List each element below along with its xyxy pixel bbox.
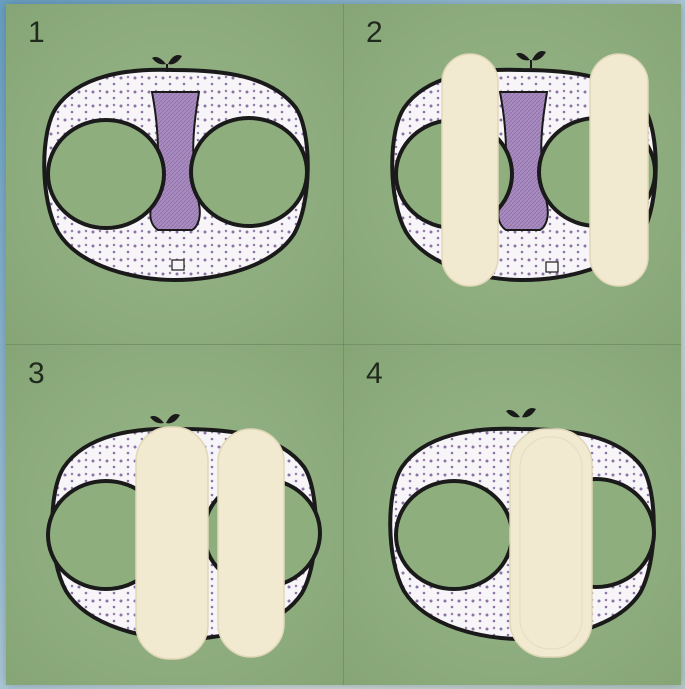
cloth-pad-left [442,54,498,286]
step-number: 4 [366,359,383,389]
underwear-illustration [6,4,343,344]
cloth-pad-center [510,429,592,657]
cloth-pad-left [136,427,208,659]
leg-opening-left [48,120,164,228]
step-panel-1: 1 [6,4,343,344]
step-panel-2: 2 [344,4,681,344]
step-number: 2 [366,18,383,48]
panel-divider-horizontal [6,344,681,345]
bow-icon [516,51,546,68]
step-number: 1 [28,18,45,48]
tag-icon [546,262,558,272]
bow-icon [506,408,536,417]
step-number: 3 [28,359,45,389]
leg-opening-left [396,481,512,589]
tag-icon [172,260,184,270]
underwear-illustration [344,4,681,344]
cloth-pad-right [218,429,284,657]
bow-icon [150,414,180,423]
step-panel-3: 3 [6,345,343,685]
underwear-illustration [6,345,343,685]
instruction-board: 1 [6,4,681,685]
step-panel-4: 4 [344,345,681,685]
leg-opening-right [191,118,307,226]
underwear-illustration [344,345,681,685]
cloth-pad-right [590,54,648,286]
